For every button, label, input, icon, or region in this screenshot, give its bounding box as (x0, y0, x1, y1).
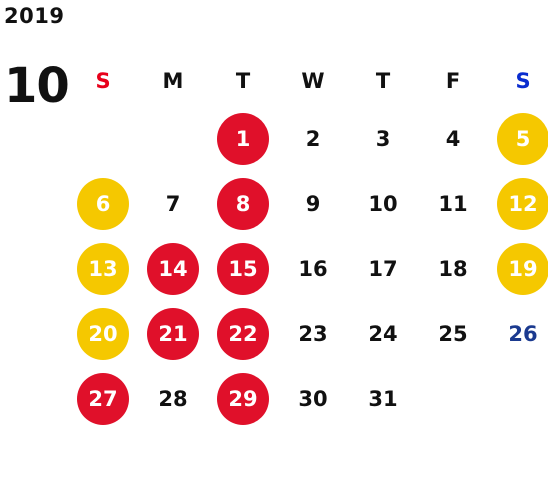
day-cell-18[interactable]: 18 (438, 256, 468, 281)
day-cell-23[interactable]: 23 (298, 321, 328, 346)
day-cell-27[interactable]: 27 (77, 372, 129, 425)
weekday-header-sat: S (515, 69, 531, 93)
day-cell-25[interactable]: 25 (438, 321, 468, 346)
day-cell-10[interactable]: 10 (368, 191, 398, 216)
day-cell-9[interactable]: 9 (305, 191, 321, 216)
weekday-header-wed: W (301, 69, 325, 93)
day-cell-31[interactable]: 31 (368, 386, 398, 411)
day-cell-20[interactable]: 20 (77, 307, 129, 360)
day-cell-4[interactable]: 4 (445, 126, 461, 151)
day-cell-5[interactable]: 5 (497, 112, 548, 165)
day-cell-16[interactable]: 16 (298, 256, 328, 281)
day-cell-21[interactable]: 21 (147, 307, 199, 360)
day-cell-1[interactable]: 1 (217, 112, 269, 165)
day-cell-17[interactable]: 17 (368, 256, 398, 281)
day-cell-13[interactable]: 13 (77, 242, 129, 295)
day-cell-8[interactable]: 8 (217, 177, 269, 230)
day-cell-7[interactable]: 7 (165, 191, 181, 216)
weekday-header-thu: T (375, 69, 391, 93)
day-cell-3[interactable]: 3 (375, 126, 391, 151)
weekday-header-sun: S (95, 69, 111, 93)
day-cell-24[interactable]: 24 (368, 321, 398, 346)
day-cell-28[interactable]: 28 (158, 386, 188, 411)
day-cell-30[interactable]: 30 (298, 386, 328, 411)
day-cell-19[interactable]: 19 (497, 242, 548, 295)
weekday-header-fri: F (445, 69, 461, 93)
weekday-header-mon: M (162, 69, 184, 93)
day-cell-29[interactable]: 29 (217, 372, 269, 425)
day-cell-6[interactable]: 6 (77, 177, 129, 230)
day-cell-12[interactable]: 12 (497, 177, 548, 230)
day-cell-15[interactable]: 15 (217, 242, 269, 295)
day-cell-22[interactable]: 22 (217, 307, 269, 360)
year-label: 2019 (4, 4, 65, 28)
day-cell-26[interactable]: 26 (508, 321, 538, 346)
day-cell-14[interactable]: 14 (147, 242, 199, 295)
weekday-header-tue: T (235, 69, 251, 93)
day-cell-11[interactable]: 11 (438, 191, 468, 216)
month-label: 10 (4, 58, 70, 114)
day-cell-2[interactable]: 2 (305, 126, 321, 151)
